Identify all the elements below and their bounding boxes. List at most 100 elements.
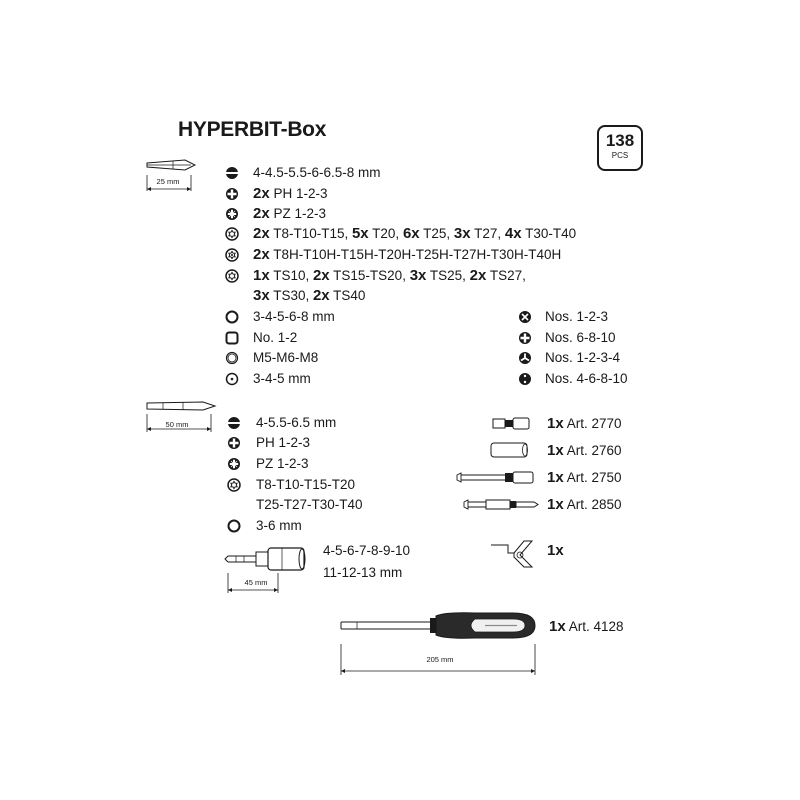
accessory-row: 1x Art. 2770	[547, 416, 621, 432]
bits50-row: T25-T27-T30-T40	[256, 497, 363, 512]
spanner-icon	[519, 373, 531, 385]
spec-text: T8H-T10H-T15H-T20H-T25H-T27H-T30H-T40H	[269, 247, 562, 262]
square-icon	[225, 331, 239, 345]
phillips-icon	[228, 437, 240, 449]
bit-50mm-illustration	[146, 401, 217, 432]
article-number: Art. 2770	[563, 416, 622, 431]
bits25-right-row: Nos. 6-8-10	[545, 330, 616, 345]
page-title: HYPERBIT-Box	[178, 118, 327, 141]
accessory-row: 1x Art. 2760	[547, 443, 621, 459]
spec-text: No. 1-2	[253, 330, 298, 345]
screwdriver-label: 1x Art. 4128	[549, 619, 624, 635]
quantity: 1x	[547, 442, 564, 459]
hex-pin-icon	[225, 372, 239, 386]
spec-text: M5-M6-M8	[253, 350, 319, 365]
quantity: 1x	[547, 542, 564, 559]
torq-set-icon	[519, 332, 531, 344]
slotted-icon	[228, 417, 240, 429]
bits25-row: 3x TS30, 2x TS40	[253, 288, 365, 304]
bits25-right-row: Nos. 1-2-3	[545, 309, 609, 324]
screwdriver-dimension: 205 mm	[426, 655, 454, 664]
piece-count: 138	[605, 131, 635, 150]
accessory-row: 1x Art. 2750	[547, 470, 621, 486]
adapter-2760-illustration	[490, 442, 528, 458]
slotted-icon	[226, 167, 238, 179]
article-number: Art. 2750	[563, 470, 622, 485]
piece-count-unit: PCS	[611, 151, 629, 160]
bits50-row: 4-5.5-6.5 mm	[256, 415, 337, 430]
quantity: 2x	[253, 205, 270, 222]
spec-text: TS15-TS20,	[329, 268, 410, 283]
screwdriver-illustration	[340, 612, 536, 675]
pozidriv-icon	[228, 458, 240, 470]
accessory-row: 1x	[547, 543, 564, 559]
torx-icon	[225, 227, 239, 241]
extension-2750-illustration	[456, 471, 534, 484]
torx-icon	[227, 478, 241, 492]
spec-text: 3-4-5 mm	[253, 371, 311, 386]
quantity: 1x	[547, 469, 564, 486]
quantity: 3x	[409, 267, 427, 284]
spec-text: TS30,	[269, 288, 313, 303]
hex-icon	[225, 310, 239, 324]
bit-wrench-illustration	[491, 540, 534, 568]
pozidriv-icon	[226, 208, 238, 220]
quantity: 2x	[253, 225, 270, 242]
spec-text: TS25,	[426, 268, 470, 283]
quantity: 1x	[253, 267, 270, 284]
bits25-right-row: Nos. 4-6-8-10	[545, 371, 628, 386]
quantity: 3x	[453, 225, 471, 242]
bits25-row: 2x PH 1-2-3	[253, 186, 327, 202]
bits25-row: 2x T8H-T10H-T15H-T20H-T25H-T27H-T30H-T40…	[253, 247, 561, 263]
bits25-row: 1x TS10, 2x TS15-TS20, 3x TS25, 2x TS27,	[253, 268, 526, 284]
bit-holder-2770-illustration	[492, 417, 530, 430]
socket-sizes-line2: 11-12-13 mm	[323, 565, 403, 580]
bits50-row: PZ 1-2-3	[256, 456, 309, 471]
quantity: 4x	[504, 225, 522, 242]
bits25-row: No. 1-2	[253, 330, 297, 346]
spec-text: TS27,	[486, 268, 526, 283]
quantity: 5x	[351, 225, 369, 242]
bits25-row: 3-4-5 mm	[253, 371, 311, 387]
spec-text: PH 1-2-3	[269, 186, 328, 201]
article-number: Art. 2760	[563, 443, 622, 458]
quantity: 3x	[253, 287, 270, 304]
bits50-row: 3-6 mm	[256, 518, 302, 533]
bits25-right-row: Nos. 1-2-3-4	[545, 350, 621, 365]
spec-text: T20,	[368, 226, 403, 241]
piece-count-badge: 138 PCS	[597, 125, 643, 171]
hex-icon	[227, 519, 241, 533]
bit-25mm-dimension: 25 mm	[156, 177, 180, 186]
bits50-row: T8-T10-T15-T20	[256, 477, 356, 492]
bits25-row: M5-M6-M8	[253, 350, 318, 366]
torx-plus-icon	[225, 269, 239, 283]
quantity: 2x	[253, 185, 270, 202]
bits25-row: 2x T8-T10-T15, 5x T20, 6x T25, 3x T27, 4…	[253, 226, 576, 242]
socket-illustration	[224, 547, 306, 593]
screwdriver-qty: 1x	[549, 618, 566, 635]
phillips-icon	[226, 188, 238, 200]
spec-text: T25,	[419, 226, 454, 241]
bits25-row: 3-4-5-6-8 mm	[253, 309, 335, 325]
quantity: 2x	[312, 267, 330, 284]
spec-text: 3-4-5-6-8 mm	[253, 309, 335, 324]
spec-text: T30-T40	[521, 226, 577, 241]
bits25-row: 2x PZ 1-2-3	[253, 206, 326, 222]
spec-text: TS40	[329, 288, 366, 303]
tri-wing-x-icon	[519, 311, 531, 323]
tri-wing-icon	[519, 352, 531, 364]
adapter-2850-illustration	[463, 499, 539, 510]
bits50-row: PH 1-2-3	[256, 435, 311, 450]
spec-text: 4-4.5-5.5-6-6.5-8 mm	[253, 165, 381, 180]
quantity: 6x	[402, 225, 420, 242]
socket-sizes-line1: 4-5-6-7-8-9-10	[323, 543, 411, 558]
screwdriver-art: Art. 4128	[568, 619, 624, 634]
spec-text: T8-T10-T15,	[269, 226, 352, 241]
accessory-row: 1x Art. 2850	[547, 497, 621, 513]
socket-dimension: 45 mm	[244, 578, 268, 587]
bit-50mm-dimension: 50 mm	[165, 420, 189, 429]
article-number: Art. 2850	[563, 497, 622, 512]
quantity: 2x	[312, 287, 330, 304]
spec-text: TS10,	[269, 268, 313, 283]
bits25-row: 4-4.5-5.5-6-6.5-8 mm	[253, 165, 381, 181]
